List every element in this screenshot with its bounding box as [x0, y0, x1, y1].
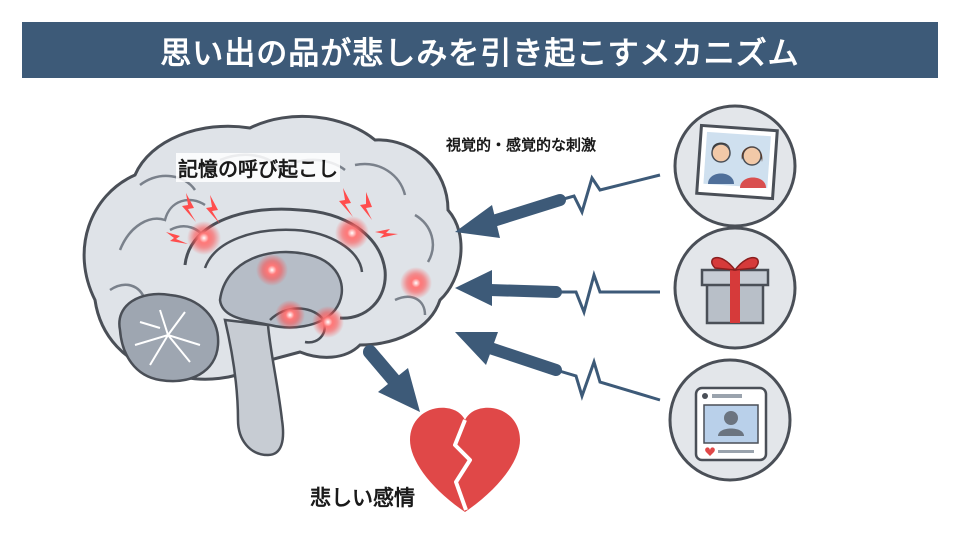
broken-heart-icon [410, 407, 520, 512]
brain-illustration [82, 114, 463, 457]
activation-glows [187, 216, 432, 338]
title-banner: 思い出の品が悲しみを引き起こすメカニズム [22, 22, 938, 78]
memory-recall-label: 記憶の呼び起こし [176, 153, 340, 182]
stimulus-arrow-middle [455, 269, 660, 317]
page-title: 思い出の品が悲しみを引き起こすメカニズム [160, 35, 800, 72]
gift-box-icon [673, 226, 797, 350]
stimuli-label: 視覚的・感覚的な刺激 [446, 136, 597, 154]
spark-icons [166, 188, 398, 244]
stimulus-arrow-bottom [455, 332, 661, 402]
stimulus-arrow-top [455, 173, 661, 238]
couple-photo-icon [673, 104, 797, 228]
social-profile-icon [668, 358, 792, 482]
sad-emotion-label: 悲しい感情 [310, 486, 415, 510]
arrow-to-emotion [363, 345, 420, 412]
